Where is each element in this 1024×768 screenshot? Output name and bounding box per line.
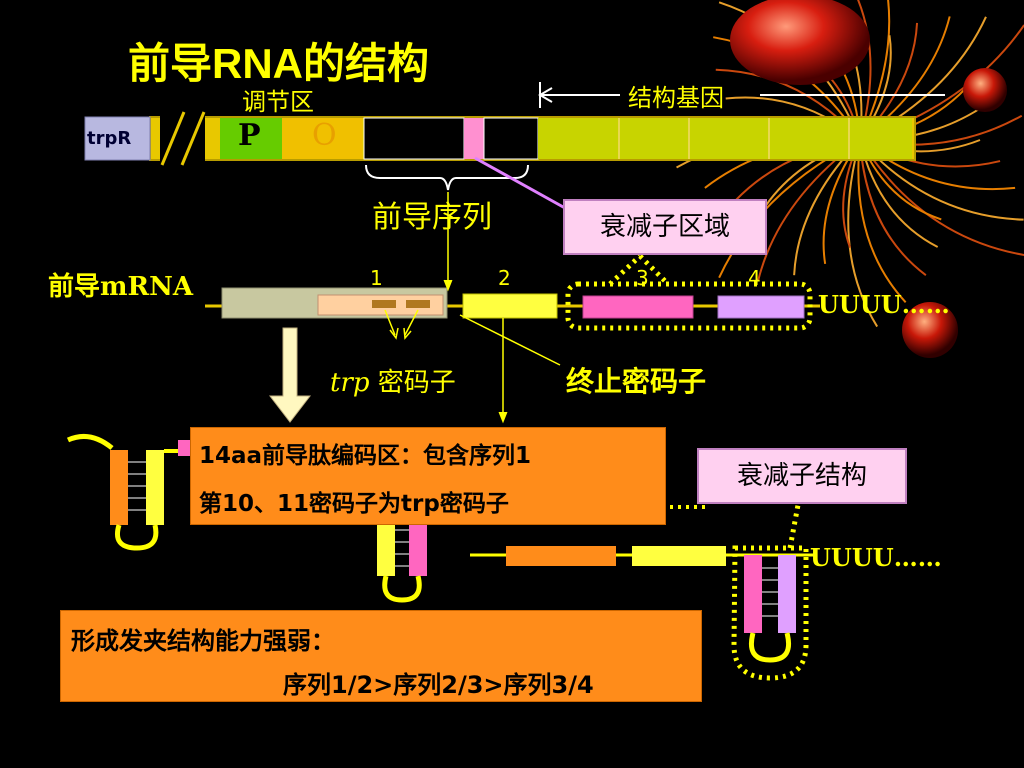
region-number-2: 2: [498, 266, 511, 290]
region-number-1: 1: [370, 266, 383, 290]
leader-sequence-brace: [365, 164, 529, 191]
stop-codon-label: 终止密码子: [566, 365, 707, 398]
region-number-4: 4: [748, 266, 761, 290]
structural-genes-label: 结构基因: [628, 84, 724, 112]
break-mark-right: [180, 111, 206, 166]
mrna-region-2: [462, 293, 558, 319]
structural-gene-3: [690, 118, 768, 159]
attenuator-pointer: [474, 156, 566, 210]
hairpin-strength-line2: 序列1/2>序列2/3>序列3/4: [283, 671, 594, 699]
leader-sequence-label: 前导序列: [372, 200, 492, 235]
structural-gene-5: [850, 118, 912, 159]
break-mark-left: [160, 111, 186, 166]
leader-black-2: [483, 117, 539, 160]
trpR-segment: [84, 116, 151, 161]
mrna-region-4: [717, 295, 805, 319]
flower-ray: [857, 139, 907, 303]
flower-ray: [859, 0, 891, 141]
mrna-region-3: [582, 295, 694, 319]
title-cn2: 的结构: [303, 39, 430, 88]
trpR-label: trpR: [87, 128, 132, 149]
page-title: 前导RNA的结构: [128, 30, 429, 91]
attenuator-dotted-connector-right: [638, 254, 670, 286]
attenuator-hairpin-dotted: [731, 545, 809, 681]
promoter-label: P: [238, 118, 261, 153]
trp-codon-label: trp 密码子: [330, 362, 456, 399]
hairpin-strength-box: 形成发夹结构能力强弱： 序列1/2>序列2/3>序列3/4: [60, 610, 702, 702]
peptide-info-line2: 第10、11密码子为trp密码子: [199, 491, 509, 517]
trp-codon-italic: trp: [330, 368, 370, 398]
promoter-segment: [220, 118, 282, 159]
operator-segment: [282, 118, 362, 159]
operator-label: O: [312, 118, 337, 153]
peptide-info-box: 14aa前导肽编码区：包含序列1 第10、11密码子为trp密码子: [190, 427, 666, 525]
trp-codon-1: [372, 300, 396, 308]
structural-gene-2: [620, 118, 688, 159]
trp-codon-rest: 密码子: [369, 368, 456, 398]
poly-u-bottom: UUUU……: [810, 543, 942, 572]
leader-black-1: [363, 117, 465, 160]
attenuator-dotted-box: [565, 281, 813, 331]
big-down-arrow: [268, 327, 312, 423]
hairpin-strength-line1: 形成发夹结构能力强弱：: [71, 627, 335, 655]
attenuator-region-label: 衰减子区域: [563, 199, 767, 255]
attenuator-dotted-connector-left: [608, 254, 642, 286]
title-latin: RNA: [212, 40, 304, 87]
structural-gene-4: [770, 118, 848, 159]
peptide-info-line1: 14aa前导肽编码区：包含序列1: [199, 443, 532, 469]
attenuator-pink: [464, 118, 484, 159]
regulatory-region-label: 调节区: [242, 88, 314, 116]
stop-codon-pointer: [459, 314, 561, 366]
flower-ray: [859, 139, 1024, 256]
trp-codon-2: [406, 300, 430, 308]
title-cn: 前导: [128, 39, 213, 88]
leader-mrna-label: 前导mRNA: [48, 272, 194, 302]
flower-ray: [847, 139, 879, 328]
attenuator-structure-label: 衰减子结构: [697, 448, 907, 504]
structural-gene-1: [538, 118, 618, 159]
region-number-3: 3: [636, 266, 649, 290]
break-gap: [160, 112, 205, 167]
poly-u-top: UUUU……: [818, 290, 950, 319]
